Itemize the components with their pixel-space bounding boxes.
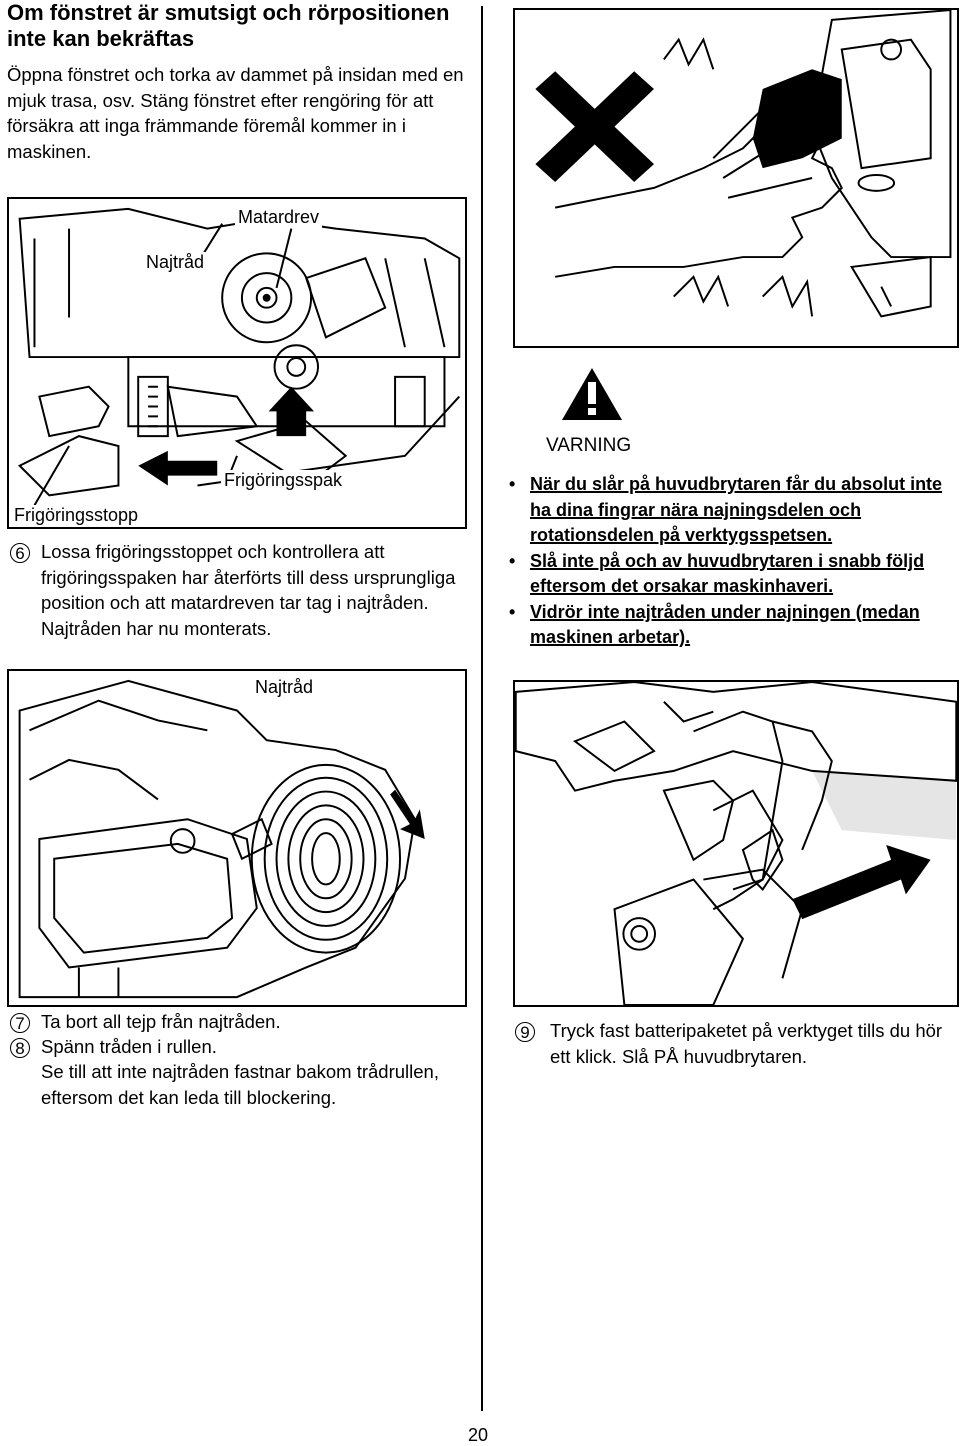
label-matardrev: Matardrev [235, 207, 323, 228]
step-7-text: Ta bort all tejp från najtråden. [41, 1011, 281, 1032]
step-8-number: 8 [10, 1038, 30, 1058]
figure-wire-reel: Najtråd [7, 669, 467, 1007]
step-8-text: Spänn tråden i rullen. [41, 1036, 217, 1057]
figure-battery [513, 680, 959, 1007]
step-6-text: Lossa frigöringsstoppet och kontrollera … [41, 541, 456, 639]
label-najtrad: Najtråd [143, 252, 208, 273]
label-frigoringsstopp: Frigöringsstopp [11, 505, 142, 526]
figure-feed-gear: Matardrev Najtråd Frigöringsspak Frigöri… [7, 197, 467, 529]
step-6-number: 6 [10, 543, 30, 563]
feed-gear-illustration [17, 207, 461, 506]
warning-item-1: När du slår på huvudbrytaren får du abso… [505, 472, 959, 549]
column-divider [481, 6, 483, 1411]
page-number: 20 [468, 1425, 489, 1445]
intro-paragraph: Öppna fönstret och torka av dammet på in… [7, 64, 464, 162]
cross-mark-icon [535, 71, 654, 182]
warning-triangle-icon [560, 366, 624, 422]
battery-insert-illustration [515, 682, 957, 1005]
figure-no-fingers [513, 8, 959, 348]
no-fingers-illustration [535, 10, 952, 318]
section-heading: Om fönstret är smutsigt och rörpositione… [7, 0, 450, 51]
step-9-text: Tryck fast batteripaketet på verktyget t… [550, 1020, 943, 1067]
label-najtrad-reel: Najtråd [252, 677, 317, 698]
warning-list: När du slår på huvudbrytaren får du abso… [505, 472, 959, 651]
warning-item-3: Vidrör inte najtråden under najningen (m… [505, 600, 959, 651]
step-8-note: Se till att inte najtråden fastnar bakom… [41, 1061, 439, 1108]
warning-title: VARNING [546, 435, 632, 456]
warning-item-2: Slå inte på och av huvudbrytaren i snabb… [505, 549, 959, 600]
wire-reel-illustration [18, 679, 425, 999]
step-7-number: 7 [10, 1013, 30, 1033]
step-9-number: 9 [515, 1022, 535, 1042]
label-frigoringsspak: Frigöringsspak [221, 470, 346, 491]
